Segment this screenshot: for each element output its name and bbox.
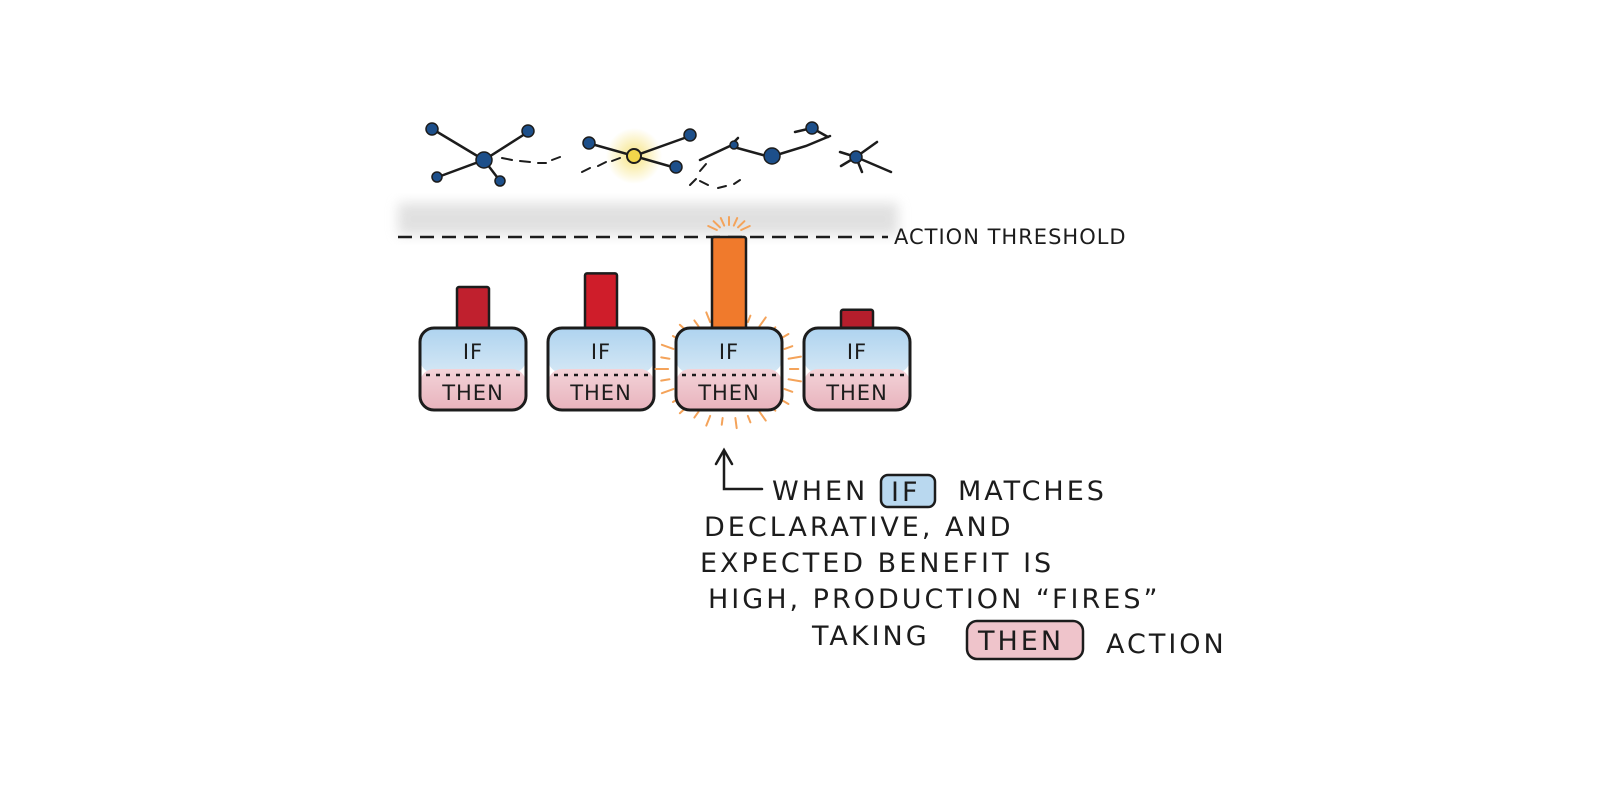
then-label: THEN xyxy=(697,381,760,405)
activation-bar xyxy=(710,235,748,334)
annotation-then-keyword: THEN xyxy=(977,626,1064,657)
memory-node xyxy=(521,124,535,138)
annotation-matches: MATCHES xyxy=(958,476,1107,507)
memory-node xyxy=(475,151,493,169)
declarative-memory-network xyxy=(425,121,893,189)
if-section xyxy=(420,328,526,373)
activation-bar xyxy=(455,285,491,334)
glow-ray xyxy=(660,343,675,350)
memory-node xyxy=(849,150,863,164)
then-section xyxy=(676,369,782,410)
if-label: IF xyxy=(719,340,739,364)
glow-ray xyxy=(746,314,752,324)
production-rule: IF THEN xyxy=(546,272,656,412)
production-box-outline xyxy=(546,326,656,412)
memory-node xyxy=(683,128,697,142)
production-rule: IF THEN xyxy=(418,285,528,412)
production-box-outline xyxy=(674,326,784,412)
glow-ray xyxy=(787,378,802,383)
glow-ray xyxy=(783,345,794,350)
memory-node xyxy=(431,171,443,183)
annotation-line-3: EXPECTED BENEFIT IS xyxy=(700,548,1054,579)
glow-ray xyxy=(787,355,802,360)
then-keyword-box xyxy=(965,619,1085,661)
glow-ray xyxy=(783,388,794,393)
if-section xyxy=(548,328,654,373)
if-label: IF xyxy=(463,340,483,364)
spark-ray xyxy=(740,225,751,231)
then-label: THEN xyxy=(569,381,632,405)
glow-ray xyxy=(758,316,767,328)
threshold-spark xyxy=(707,216,751,231)
then-section xyxy=(420,369,526,410)
then-section xyxy=(548,369,654,410)
spark-ray xyxy=(712,220,722,229)
glow-ray xyxy=(720,417,724,426)
if-section xyxy=(676,328,782,373)
glow-ray xyxy=(758,410,767,422)
annotation-when: WHEN xyxy=(772,476,868,507)
memory-node xyxy=(763,147,781,165)
memory-node xyxy=(494,175,506,187)
production-rules: IF THEN IF THEN IF THEN IF THEN xyxy=(418,216,912,430)
annotation-line-2: DECLARATIVE, AND xyxy=(704,512,1013,543)
annotation-if-keyword: IF xyxy=(891,477,921,508)
glow-ray xyxy=(693,410,700,419)
glow-ray xyxy=(693,319,700,328)
glow-ray xyxy=(734,417,738,430)
if-label: IF xyxy=(591,340,611,364)
pointer-arrow xyxy=(714,447,764,491)
annotation: WHEN IF MATCHES DECLARATIVE, AND EXPECTE… xyxy=(700,473,1227,661)
memory-node xyxy=(669,160,683,174)
threshold-shading xyxy=(398,203,898,235)
glow-ray xyxy=(660,378,671,382)
activation-bar xyxy=(583,272,619,334)
glow-ray xyxy=(660,388,675,395)
spark-ray xyxy=(732,217,739,227)
annotation-line-4: HIGH, PRODUCTION “FIRES” xyxy=(708,584,1160,615)
glow-ray xyxy=(660,356,671,360)
memory-node xyxy=(582,136,596,150)
retrieved-memory-node xyxy=(626,148,642,164)
if-keyword-box xyxy=(879,473,937,509)
memory-node xyxy=(425,122,439,136)
memory-node xyxy=(805,121,819,135)
glow-ray xyxy=(746,414,752,424)
then-label: THEN xyxy=(825,381,888,405)
then-label: THEN xyxy=(441,381,504,405)
production-rule: IF THEN xyxy=(802,308,912,412)
production-box-outline xyxy=(802,326,912,412)
annotation-taking: TAKING xyxy=(811,621,930,652)
annotation-action: ACTION xyxy=(1106,629,1227,660)
then-section xyxy=(804,369,910,410)
spark-ray xyxy=(707,225,718,231)
action-threshold-label: ACTION THRESHOLD xyxy=(894,225,1127,249)
spark-ray xyxy=(719,217,726,227)
glow-ray xyxy=(705,311,712,324)
glow-ray xyxy=(705,414,712,427)
production-box-outline xyxy=(418,326,528,412)
memory-node xyxy=(729,140,739,150)
if-label: IF xyxy=(847,340,867,364)
spark-ray xyxy=(736,220,746,229)
if-section xyxy=(804,328,910,373)
production-rule: IF THEN xyxy=(654,216,802,430)
